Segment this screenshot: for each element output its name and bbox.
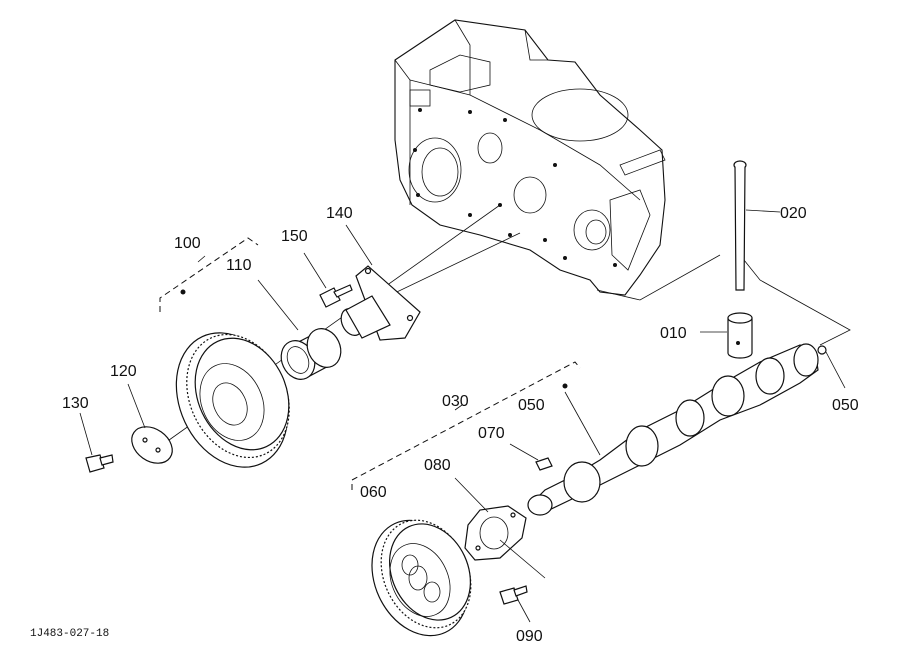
cam-bracket-leader bbox=[454, 404, 463, 411]
tappet-010 bbox=[727, 312, 753, 359]
ball-050-leader bbox=[825, 351, 846, 389]
key-leader bbox=[509, 443, 539, 461]
engine-block-bolt-holes bbox=[413, 108, 617, 267]
callout-070: 070 bbox=[478, 425, 505, 442]
callout-090: 090 bbox=[516, 628, 543, 645]
bolt-150-leader bbox=[303, 252, 327, 289]
engine-block bbox=[394, 19, 721, 301]
callout-060: 060 bbox=[360, 484, 387, 501]
idle-gear-100 bbox=[175, 332, 290, 468]
camshaft-050 bbox=[527, 343, 827, 516]
push-rod-020 bbox=[733, 160, 747, 291]
push-rod-leader bbox=[745, 209, 781, 213]
callout-100: 100 bbox=[174, 235, 201, 252]
cam-gear-bracket bbox=[351, 361, 581, 490]
callout-080: 080 bbox=[424, 457, 451, 474]
callout-050-cam: 050 bbox=[518, 397, 545, 414]
cam-gear-060 bbox=[371, 519, 472, 637]
bolt-130-leader bbox=[79, 412, 93, 456]
camshaft-dot-leader bbox=[564, 391, 601, 456]
thrust-plate-080 bbox=[464, 505, 527, 561]
idle-gear-bracket-leader bbox=[197, 255, 206, 263]
callout-020: 020 bbox=[780, 205, 807, 222]
bolt-090 bbox=[499, 585, 528, 605]
drawing-code: 1J483-027-18 bbox=[30, 628, 109, 640]
plate-axis bbox=[499, 539, 546, 579]
callout-030: 030 bbox=[442, 393, 469, 410]
tappet-leader bbox=[739, 254, 851, 346]
bolt-150 bbox=[319, 284, 353, 308]
bushing-leader bbox=[257, 279, 299, 331]
callout-010: 010 bbox=[660, 325, 687, 342]
idle-gear-dot bbox=[180, 289, 186, 295]
collar-leader bbox=[127, 383, 146, 429]
collar-120 bbox=[131, 426, 173, 464]
idle-gear-axis-2 bbox=[379, 232, 521, 301]
callout-150: 150 bbox=[281, 228, 308, 245]
callout-130: 130 bbox=[62, 395, 89, 412]
plate-leader bbox=[454, 477, 489, 513]
idle-gear-shaft-140 bbox=[340, 265, 421, 341]
callout-050-ball: 050 bbox=[832, 397, 859, 414]
bushing-110 bbox=[280, 328, 342, 380]
feather-key-070 bbox=[535, 457, 553, 471]
bolt-130 bbox=[85, 454, 114, 473]
camshaft-dot bbox=[562, 383, 568, 389]
callout-120: 120 bbox=[110, 363, 137, 380]
callout-labels: 020 010 050 140 150 100 110 120 130 030 … bbox=[30, 205, 859, 645]
callout-140: 140 bbox=[326, 205, 353, 222]
bolt-090-leader bbox=[517, 599, 531, 623]
callout-110: 110 bbox=[226, 257, 252, 274]
shaft-leader bbox=[345, 224, 373, 266]
